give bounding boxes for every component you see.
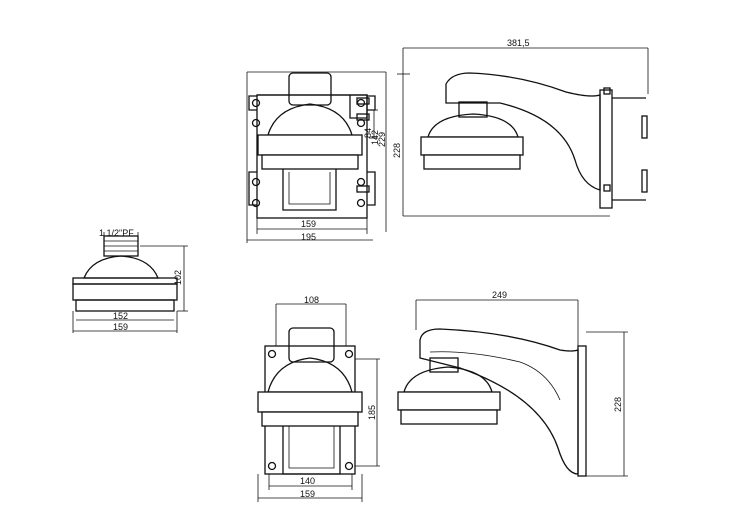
top-side-view: 381,5 228 — [392, 38, 649, 217]
bolt-hole — [251, 198, 261, 208]
bolt-hole — [356, 98, 366, 108]
inner-width-label-159: 159 — [301, 219, 316, 229]
arm-lower — [282, 168, 337, 211]
wall-plate — [577, 345, 587, 477]
arm-top — [288, 72, 332, 106]
bolt-hole — [251, 177, 261, 187]
camera-base — [400, 409, 498, 425]
camera-bottom — [261, 154, 359, 170]
arm-top — [288, 327, 335, 363]
outer-width-label-195: 195 — [301, 232, 316, 242]
camera-base — [75, 299, 175, 312]
camera-body — [72, 283, 178, 301]
camera-base — [423, 154, 521, 170]
thread-label: 1 1/2"PF — [99, 228, 134, 238]
arm-lower — [282, 420, 341, 475]
width-label-249: 249 — [492, 290, 507, 300]
top-width-label-108: 108 — [304, 295, 319, 305]
inner-width-label-140: 140 — [300, 476, 315, 486]
camera-housing — [397, 391, 501, 411]
ear-top-left — [248, 95, 257, 111]
side-label-229: 229 — [377, 132, 387, 147]
left-camera-view: 1 1/2"PF 102 152 159 — [72, 228, 188, 333]
camera-dome — [267, 357, 353, 393]
side-label-84: 84 — [363, 128, 373, 138]
bottom-side-view: 249 228 — [397, 290, 628, 477]
camera-neck — [458, 101, 488, 118]
bracket-arm — [419, 328, 579, 475]
camera-dome — [83, 255, 159, 279]
camera-housing — [420, 136, 524, 156]
bottom-front-view: 108 185 140 159 — [257, 295, 380, 502]
bolt-hole — [344, 349, 354, 359]
camera-rim — [72, 277, 178, 285]
bolt-hole — [267, 461, 277, 471]
side-label-142: 142 — [370, 130, 380, 145]
bolt-hole — [356, 198, 366, 208]
camera-neck — [429, 357, 459, 373]
camera-housing — [257, 391, 363, 413]
camera-dome — [427, 113, 519, 138]
height-label-185: 185 — [367, 405, 377, 420]
outer-width-label-159: 159 — [113, 322, 128, 332]
wall-plate — [599, 89, 613, 209]
bolt-hole — [251, 98, 261, 108]
height-label-102: 102 — [173, 270, 183, 285]
bolt-hole — [267, 349, 277, 359]
height-label-228: 228 — [613, 397, 623, 412]
camera-dome-top — [267, 103, 353, 136]
camera-housing — [257, 134, 363, 156]
bolt-hole — [356, 177, 366, 187]
bracket-arm — [445, 72, 601, 191]
height-label-228: 228 — [392, 143, 402, 158]
bolt-hole — [251, 118, 261, 128]
camera-dome — [403, 366, 493, 393]
bolt-hole — [344, 461, 354, 471]
outer-width-label-159: 159 — [300, 489, 315, 499]
mount-plate — [256, 94, 368, 219]
top-front-view: 84 142 229 159 195 — [246, 71, 387, 243]
ear-bottom-right — [367, 171, 376, 206]
inner-width-label-152: 152 — [113, 311, 128, 321]
width-label-381-5: 381,5 — [507, 38, 530, 48]
camera-bottom — [261, 411, 359, 427]
